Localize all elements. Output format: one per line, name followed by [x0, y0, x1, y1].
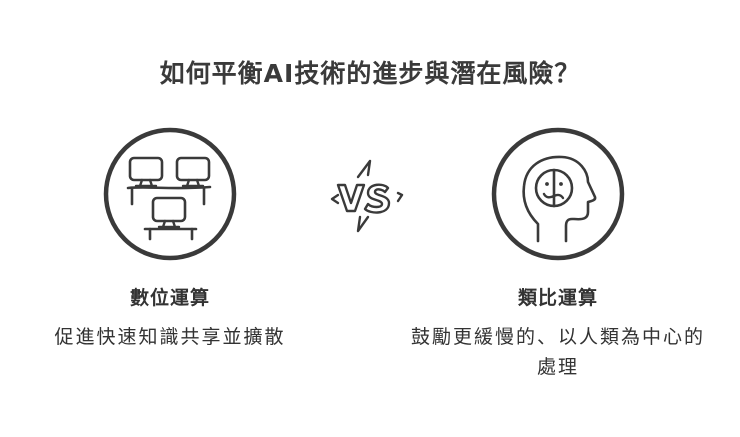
right-heading: 類比運算 — [517, 287, 598, 309]
head-with-split-face-icon — [491, 127, 625, 261]
vs-icon — [330, 159, 404, 233]
networked-computers-icon — [103, 127, 237, 261]
page-title: 如何平衡AI技術的進步與潛在風險？ — [159, 59, 581, 88]
left-heading: 數位運算 — [129, 287, 210, 309]
left-description: 促進快速知識共享並擴散 — [54, 326, 286, 348]
right-description: 鼓勵更緩慢的、以人類為中心的處理 — [410, 326, 705, 378]
